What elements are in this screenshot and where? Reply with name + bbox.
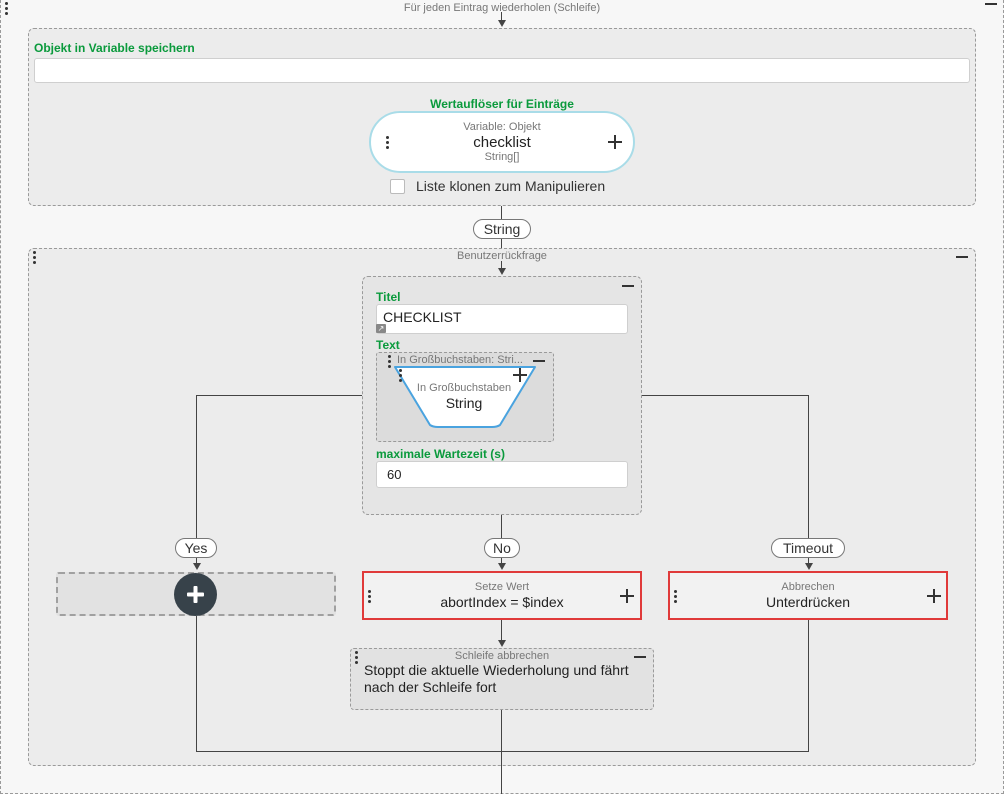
connector-line xyxy=(196,395,362,396)
connector-line xyxy=(501,620,502,641)
uppercase-node-add-icon[interactable] xyxy=(513,368,527,382)
text-block-menu-icon[interactable] xyxy=(388,355,392,368)
connector-line xyxy=(501,239,502,249)
connector-line xyxy=(196,751,809,752)
connector-line xyxy=(196,558,197,564)
connector-line xyxy=(501,710,502,794)
clone-list-checkbox[interactable] xyxy=(390,179,405,194)
break-loop-collapse-icon[interactable] xyxy=(634,656,646,658)
connector-line xyxy=(808,620,809,752)
connector-arrow xyxy=(498,640,506,647)
resolver-name: checklist xyxy=(473,134,531,151)
text-field-label: Text xyxy=(376,338,400,352)
connector-arrow xyxy=(805,563,813,570)
uppercase-node[interactable] xyxy=(392,365,538,429)
connector-line xyxy=(501,515,502,539)
resolver-add-icon[interactable] xyxy=(608,135,622,149)
uppercase-node-value: String xyxy=(445,395,483,411)
type-connector-pill: String xyxy=(473,219,531,239)
set-value-expression: abortIndex = $index xyxy=(440,594,564,610)
break-loop-description: Stoppt die aktuelle Wiederholung und fäh… xyxy=(364,662,629,695)
connector-arrow xyxy=(193,563,201,570)
break-loop-menu-icon[interactable] xyxy=(355,651,359,664)
break-loop-step[interactable] xyxy=(350,648,654,710)
connector-arrow xyxy=(498,563,506,570)
connector-line xyxy=(501,261,502,269)
loop-collapse-icon[interactable] xyxy=(985,3,997,5)
resolver-type: String[] xyxy=(484,151,520,163)
user-query-menu-icon[interactable] xyxy=(33,251,37,264)
uppercase-node-title: In Großbuchstaben xyxy=(416,382,512,394)
title-field-label: Titel xyxy=(376,290,401,304)
connector-arrow xyxy=(498,20,506,27)
cancel-menu-icon[interactable] xyxy=(674,590,678,603)
cancel-add-icon[interactable] xyxy=(927,589,941,603)
form-collapse-icon[interactable] xyxy=(622,285,634,287)
connector-line xyxy=(501,12,502,21)
cancel-step[interactable] xyxy=(668,571,948,620)
set-value-add-icon[interactable] xyxy=(620,589,634,603)
set-value-menu-icon[interactable] xyxy=(368,590,372,603)
user-query-title: Benutzerrückfrage xyxy=(457,250,547,262)
resolver-label: Wertauflöser für Einträge xyxy=(430,97,574,111)
loop-title: Für jeden Eintrag wiederholen (Schleife) xyxy=(403,2,601,14)
connector-line xyxy=(808,395,809,539)
clone-list-label: Liste klonen zum Manipulieren xyxy=(416,178,606,194)
resolver-kind: Variable: Objekt xyxy=(463,121,541,133)
cancel-value: Unterdrücken xyxy=(765,594,851,610)
connector-arrow xyxy=(498,268,506,275)
user-query-collapse-icon[interactable] xyxy=(956,256,968,258)
connector-line xyxy=(196,395,197,539)
resolver-menu-icon[interactable] xyxy=(386,136,390,149)
branch-yes-pill: Yes xyxy=(175,538,217,558)
title-input[interactable]: CHECKLIST xyxy=(376,304,628,334)
break-loop-title: Schleife abbrechen xyxy=(454,650,550,662)
text-block-collapse-icon[interactable] xyxy=(533,360,545,362)
set-value-title: Setze Wert xyxy=(474,581,530,593)
store-object-label: Objekt in Variable speichern xyxy=(34,41,195,55)
timeout-field-label: maximale Wartezeit (s) xyxy=(376,447,505,461)
plus-icon xyxy=(187,586,204,603)
timeout-input[interactable]: 60 xyxy=(376,461,628,488)
loop-menu-icon[interactable] xyxy=(5,2,9,15)
connector-line xyxy=(642,395,808,396)
cancel-title: Abbrechen xyxy=(781,581,835,593)
branch-timeout-pill: Timeout xyxy=(771,538,845,558)
text-block-title: In Großbuchstaben: Stri... xyxy=(397,354,523,366)
connector-line xyxy=(196,616,197,752)
expand-icon[interactable]: ↗ xyxy=(376,324,386,333)
connector-line xyxy=(808,558,809,564)
branch-no-pill: No xyxy=(484,538,520,558)
uppercase-node-menu-icon[interactable] xyxy=(399,369,403,382)
set-value-step[interactable] xyxy=(362,571,642,620)
store-object-input[interactable] xyxy=(34,58,970,83)
connector-line xyxy=(501,558,502,564)
resolver-node[interactable] xyxy=(369,111,635,173)
connector-line xyxy=(501,206,502,220)
add-step-button[interactable] xyxy=(174,573,217,616)
